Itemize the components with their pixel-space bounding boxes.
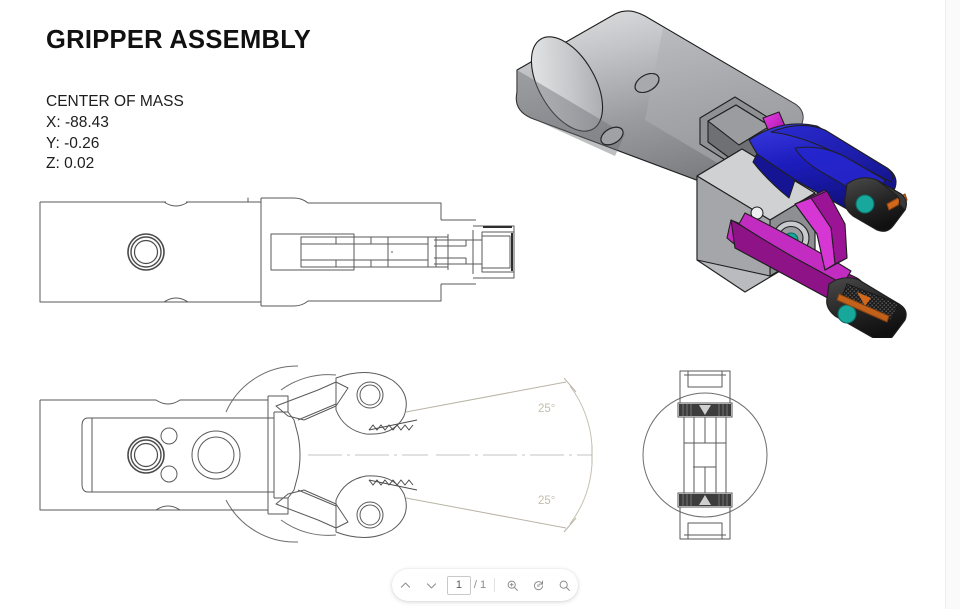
dimension-angle-upper: 25° (538, 403, 555, 415)
zoom-in-button[interactable] (499, 572, 525, 598)
center-of-mass-block: CENTER OF MASS X: -88.43 Y: -0.26 Z: 0.0… (46, 92, 184, 175)
page-title: GRIPPER ASSEMBLY (46, 26, 312, 54)
drawing-isometric-render (515, 10, 908, 338)
center-of-mass-z: Z: 0.02 (46, 155, 95, 173)
center-of-mass-label: CENTER OF MASS (46, 93, 184, 110)
previous-page-button[interactable] (393, 572, 419, 598)
drawing-top-section-view (39, 197, 515, 307)
chevron-down-icon (427, 582, 437, 588)
toolbar-divider (494, 578, 496, 592)
center-of-mass-y: Y: -0.26 (46, 134, 100, 152)
pdf-toolbar: / 1 (392, 569, 578, 601)
search-icon (559, 580, 570, 591)
center-of-mass-x: X: -88.43 (46, 113, 109, 131)
fit-to-page-button[interactable] (525, 572, 551, 598)
dimension-angle-lower: 25° (538, 495, 555, 507)
page-number-input[interactable] (446, 575, 471, 595)
zoom-in-icon (507, 580, 518, 591)
drawing-end-view (642, 370, 768, 540)
chevron-up-icon (401, 582, 411, 588)
next-page-button[interactable] (419, 572, 445, 598)
drawing-bottom-plan-view: 25° 25° (39, 365, 593, 543)
rotate-icon (533, 580, 543, 590)
search-button[interactable] (551, 572, 577, 598)
page-count-label: / 1 (473, 579, 487, 591)
